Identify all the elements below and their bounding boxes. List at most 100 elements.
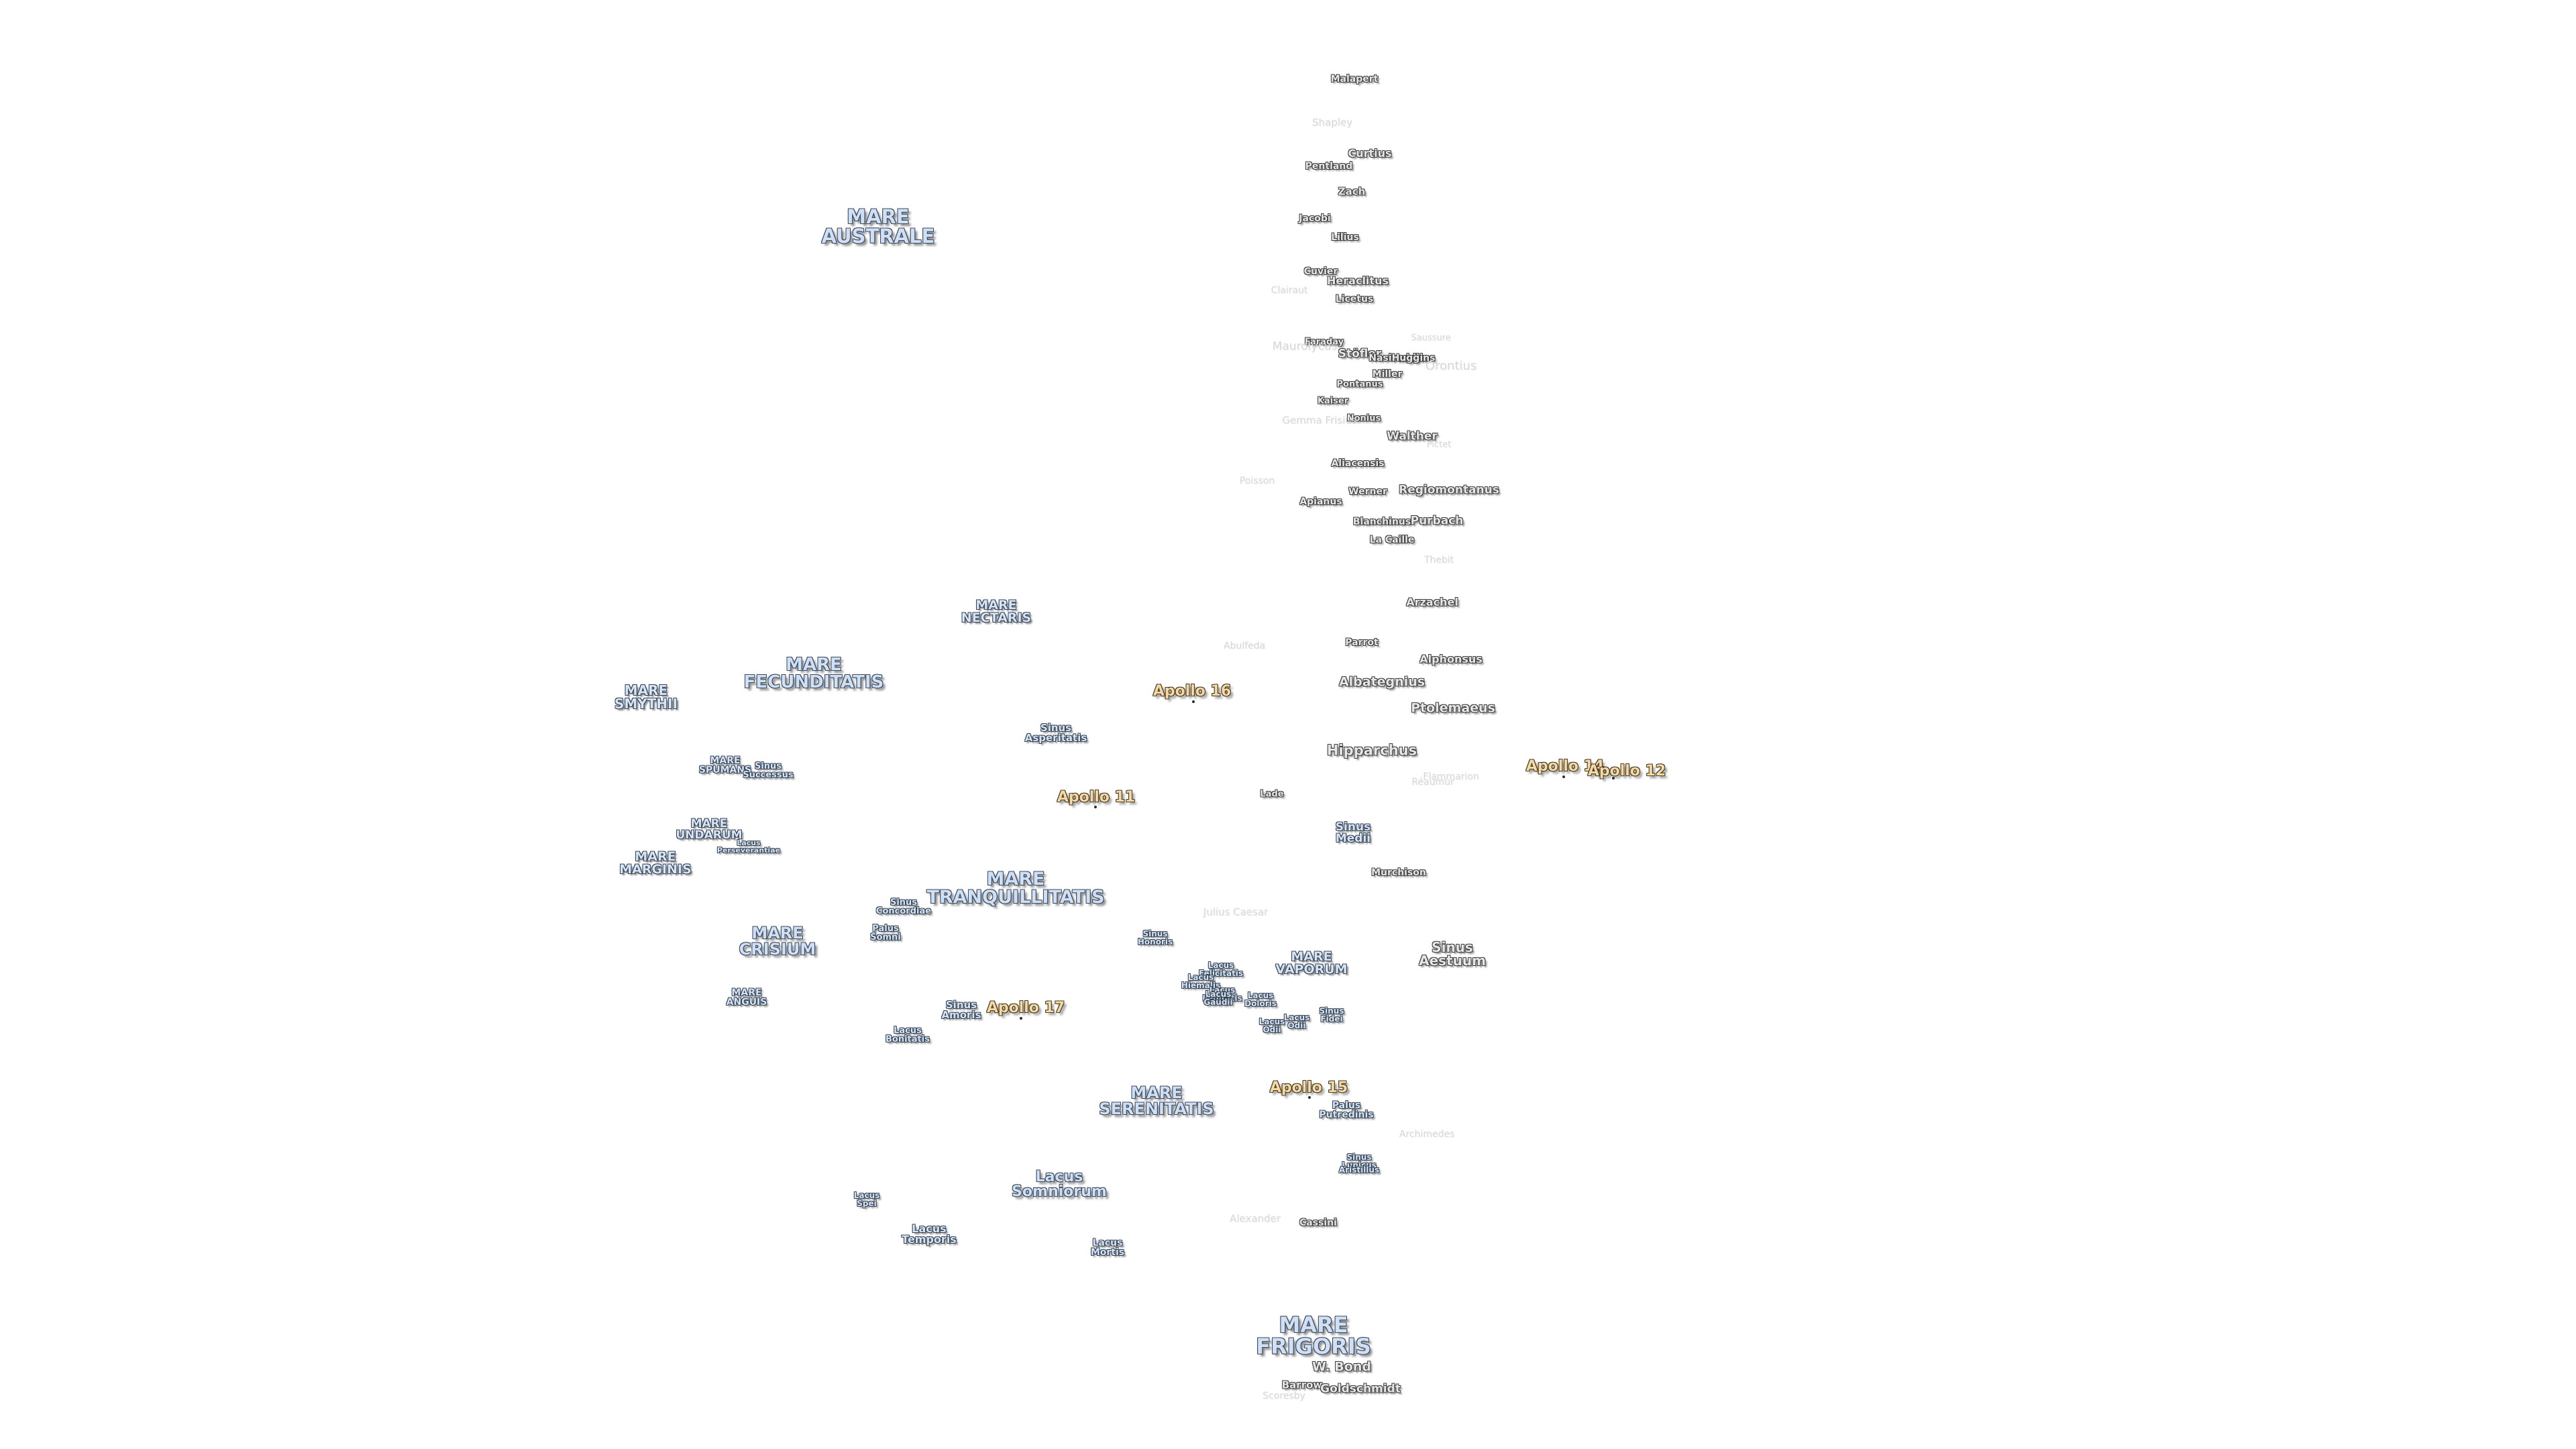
feature-label-licetus: Licetus: [1335, 294, 1374, 305]
feature-label-poisson: Poisson: [1239, 476, 1275, 486]
feature-label-lacus-spei: Lacus Spei: [853, 1191, 880, 1208]
feature-label-pentland: Pentland: [1305, 161, 1353, 172]
feature-label-albategnius: Albategnius: [1338, 674, 1426, 690]
feature-label-sinus-medii: Sinus Medii: [1335, 820, 1371, 845]
feature-label-hipparchus: Hipparchus: [1326, 742, 1417, 759]
feature-label-huggins: Huggins: [1391, 353, 1436, 364]
feature-label-parrot: Parrot: [1345, 637, 1379, 648]
feature-label-blanchinus: Blanchinus: [1352, 517, 1411, 527]
feature-label-archimedes: Archimedes: [1399, 1129, 1455, 1140]
feature-label-sinus-lunicus: Sinus Lunicus: [1342, 1152, 1377, 1170]
feature-label-lacus-mortis: Lacus Mortis: [1090, 1238, 1125, 1258]
landing-site-apollo-11: Apollo 11: [1057, 789, 1136, 806]
feature-label-lacus-bonitatis: Lacus Bonitatis: [885, 1026, 930, 1044]
feature-label-lacus-perseverantiae: Lacus Perseverantiae: [716, 839, 781, 855]
feature-label-r-aumur: Réaumur: [1411, 777, 1454, 788]
feature-label-werner: Werner: [1348, 486, 1387, 497]
landing-site-marker: [1308, 1096, 1311, 1099]
feature-label-shapley: Shapley: [1311, 116, 1353, 129]
landing-site-marker: [1192, 700, 1195, 703]
feature-label-pictet: Pictet: [1426, 439, 1452, 450]
landing-site-marker: [1020, 1017, 1022, 1020]
feature-label-apianus: Apianus: [1299, 496, 1342, 507]
landing-site-apollo-16: Apollo 16: [1152, 683, 1232, 700]
landing-site-marker: [1612, 777, 1615, 780]
feature-label-mare-anguis: MARE ANGUIS: [726, 987, 767, 1008]
feature-label-arzachel: Arzachel: [1406, 596, 1458, 608]
feature-label-heraclitus: Heraclitus: [1327, 274, 1389, 287]
feature-label-mare-nectaris: MARE NECTARIS: [961, 598, 1032, 625]
feature-label-mare-spumans: MARE SPUMANS: [698, 755, 752, 775]
feature-label-purbach: Purbach: [1410, 514, 1464, 528]
feature-label-lacus-temporis: Lacus Temporis: [902, 1222, 957, 1246]
feature-label-nasireddin: Nasireddin: [1368, 353, 1426, 364]
feature-label-mare-frigoris: MARE FRIGORIS: [1256, 1312, 1371, 1359]
feature-label-gemma-frisius: Gemma Frisius: [1282, 414, 1357, 427]
feature-label-walther: Walther: [1387, 429, 1438, 443]
feature-label-la-caille: La Caille: [1369, 535, 1415, 545]
feature-label-sinus-concordiae: Sinus Concordiae: [875, 898, 932, 916]
feature-label-zach: Zach: [1338, 185, 1366, 198]
feature-label-saussure: Saussure: [1411, 333, 1451, 343]
feature-label-nonius: Nonius: [1346, 413, 1381, 424]
landing-site-apollo-14: Apollo 14: [1525, 758, 1605, 775]
feature-label-mare-fecunditatis: MARE FECUNDITATIS: [743, 655, 884, 692]
feature-label-sinus-fidei: Sinus Fidei: [1319, 1006, 1344, 1024]
feature-label-w-bond: W. Bond: [1312, 1359, 1371, 1375]
feature-label-alexander: Alexander: [1230, 1212, 1281, 1225]
feature-label-miller: Miller: [1372, 369, 1403, 380]
feature-label-lacus-felicitatis: Lacus Felicitatis: [1198, 961, 1244, 978]
feature-label-curtius: Curtius: [1348, 147, 1392, 160]
feature-label-palus-somni: Palus Somni: [870, 924, 901, 943]
feature-label-lade: Lade: [1260, 789, 1284, 800]
feature-label-mare-marginis: MARE MARGINIS: [619, 849, 692, 877]
feature-label-cassini: Cassini: [1299, 1218, 1337, 1228]
feature-label-murchison: Murchison: [1371, 867, 1426, 878]
feature-label-alphonsus: Alphonsus: [1419, 653, 1483, 665]
feature-label-maurolycus: Maurolycus: [1272, 339, 1338, 354]
feature-label-sinus-successus: Sinus Successus: [743, 761, 794, 780]
feature-label-lacus-somniorum: Lacus Somniorum: [1012, 1169, 1107, 1200]
feature-label-sinus-amoris: Sinus Amoris: [941, 999, 981, 1021]
feature-label-mare-smythii: MARE SMYTHII: [614, 682, 678, 712]
landing-site-apollo-12: Apollo 12: [1587, 763, 1666, 780]
feature-label-jacobi: Jacobi: [1299, 213, 1331, 224]
feature-label-ptolemaeus: Ptolemaeus: [1411, 700, 1495, 716]
feature-label-goldschmidt: Goldschmidt: [1320, 1382, 1401, 1396]
feature-label-lacus-hiemalis: Lacus Hiemalis: [1181, 973, 1221, 990]
feature-label-lacus-odii: Lacus Odii: [1283, 1013, 1310, 1030]
feature-label-lacus-lenitatis: Lacus Lenitatis: [1202, 985, 1242, 1003]
feature-label-sinus-aestuum: Sinus Aestuum: [1419, 939, 1486, 969]
feature-label-mare-vaporum: MARE VAPORUM: [1275, 949, 1348, 977]
feature-label-thebit: Thebit: [1424, 555, 1454, 566]
feature-label-sinus-asperitatis: Sinus Asperitatis: [1024, 722, 1087, 744]
landing-site-apollo-17: Apollo 17: [986, 1000, 1065, 1016]
feature-label-mare-crisium: MARE CRISIUM: [739, 924, 816, 959]
feature-label-malapert: Malapert: [1330, 74, 1379, 85]
landing-site-apollo-15: Apollo 15: [1269, 1079, 1348, 1096]
feature-label-aliacensis: Aliacensis: [1331, 458, 1385, 469]
landing-site-marker: [1562, 775, 1565, 778]
feature-label-pontanus: Pontanus: [1336, 379, 1383, 390]
feature-label-mare-tranquillitatis: MARE TRANQUILLITATIS: [926, 869, 1105, 908]
landing-site-marker: [1094, 806, 1097, 808]
feature-label-sinus-honoris: Sinus Honoris: [1137, 929, 1173, 947]
feature-label-julius-caesar: Julius Caesar: [1203, 906, 1269, 918]
feature-label-flammarion: Flammarion: [1423, 771, 1479, 782]
feature-label-orontius: Orontius: [1425, 359, 1477, 373]
feature-label-scoresby: Scoresby: [1263, 1391, 1305, 1401]
feature-label-lilius: Lilius: [1331, 232, 1359, 243]
feature-label-mare-australe: MARE AUSTRALE: [821, 205, 935, 248]
feature-label-lacus-odii: Lacus Odii: [1258, 1017, 1285, 1034]
feature-label-palus-putredinis: Palus Putredinis: [1319, 1100, 1374, 1120]
feature-label-abulfeda: Abulfeda: [1223, 641, 1266, 651]
feature-label-faraday: Faraday: [1304, 337, 1344, 347]
feature-label-cuvier: Cuvier: [1303, 266, 1338, 277]
feature-label-st-fler: Stöfler: [1338, 347, 1382, 361]
feature-label-lacus-gaudii: Lacus Gaudii: [1203, 989, 1233, 1007]
feature-label-lacus-doloris: Lacus Doloris: [1244, 991, 1277, 1008]
feature-label-aristillus: Aristillus: [1338, 1165, 1380, 1175]
feature-label-kaiser: Kaiser: [1317, 396, 1349, 407]
feature-label-clairaut: Clairaut: [1271, 285, 1308, 296]
